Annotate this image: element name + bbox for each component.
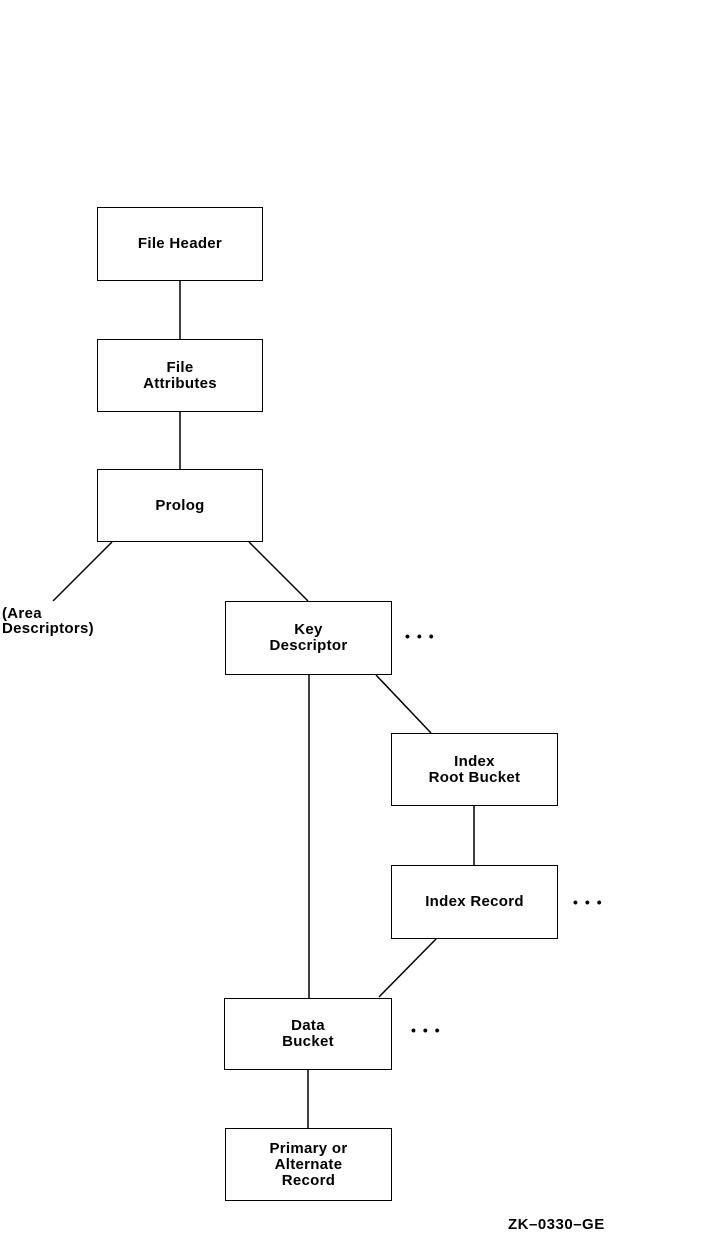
node-file-header: File Header xyxy=(97,207,263,281)
node-file-attributes: File Attributes xyxy=(97,339,263,412)
node-file-header-label: File Header xyxy=(137,235,223,252)
node-index-root-bucket-label: Index Root Bucket xyxy=(428,752,521,786)
node-primary-or-alternate-record-label: Primary or Alternate Record xyxy=(269,1139,348,1189)
ellipsis-icon-key-descriptor: ••• xyxy=(405,628,441,644)
node-data-bucket: Data Bucket xyxy=(224,998,392,1070)
figure-number-label: ZK–0330–GE xyxy=(508,1216,605,1233)
node-data-bucket-label: Data Bucket xyxy=(282,1017,334,1050)
node-primary-or-alternate-record: Primary or Alternate Record xyxy=(225,1128,392,1201)
ellipsis-icon-data-bucket: ••• xyxy=(411,1022,447,1038)
node-key-descriptor: Key Descriptor xyxy=(225,601,392,675)
connector-prolog-area-descriptors xyxy=(52,541,113,602)
node-prolog-label: Prolog xyxy=(155,496,205,514)
node-index-root-bucket: Index Root Bucket xyxy=(391,733,558,806)
connector-index-record-data-bucket xyxy=(378,938,437,998)
node-prolog: Prolog xyxy=(97,469,263,542)
label-area-descriptors: (Area Descriptors) xyxy=(2,605,94,637)
connector-key-descriptor-index-root-bucket xyxy=(375,674,432,734)
node-index-record: Index Record xyxy=(391,865,558,939)
connector-prolog-key-descriptor xyxy=(248,541,309,602)
node-file-attributes-label: File Attributes xyxy=(143,358,217,392)
node-index-record-label: Index Record xyxy=(425,893,524,910)
node-key-descriptor-label: Key Descriptor xyxy=(269,621,348,654)
ellipsis-icon-index-record: ••• xyxy=(573,894,609,910)
